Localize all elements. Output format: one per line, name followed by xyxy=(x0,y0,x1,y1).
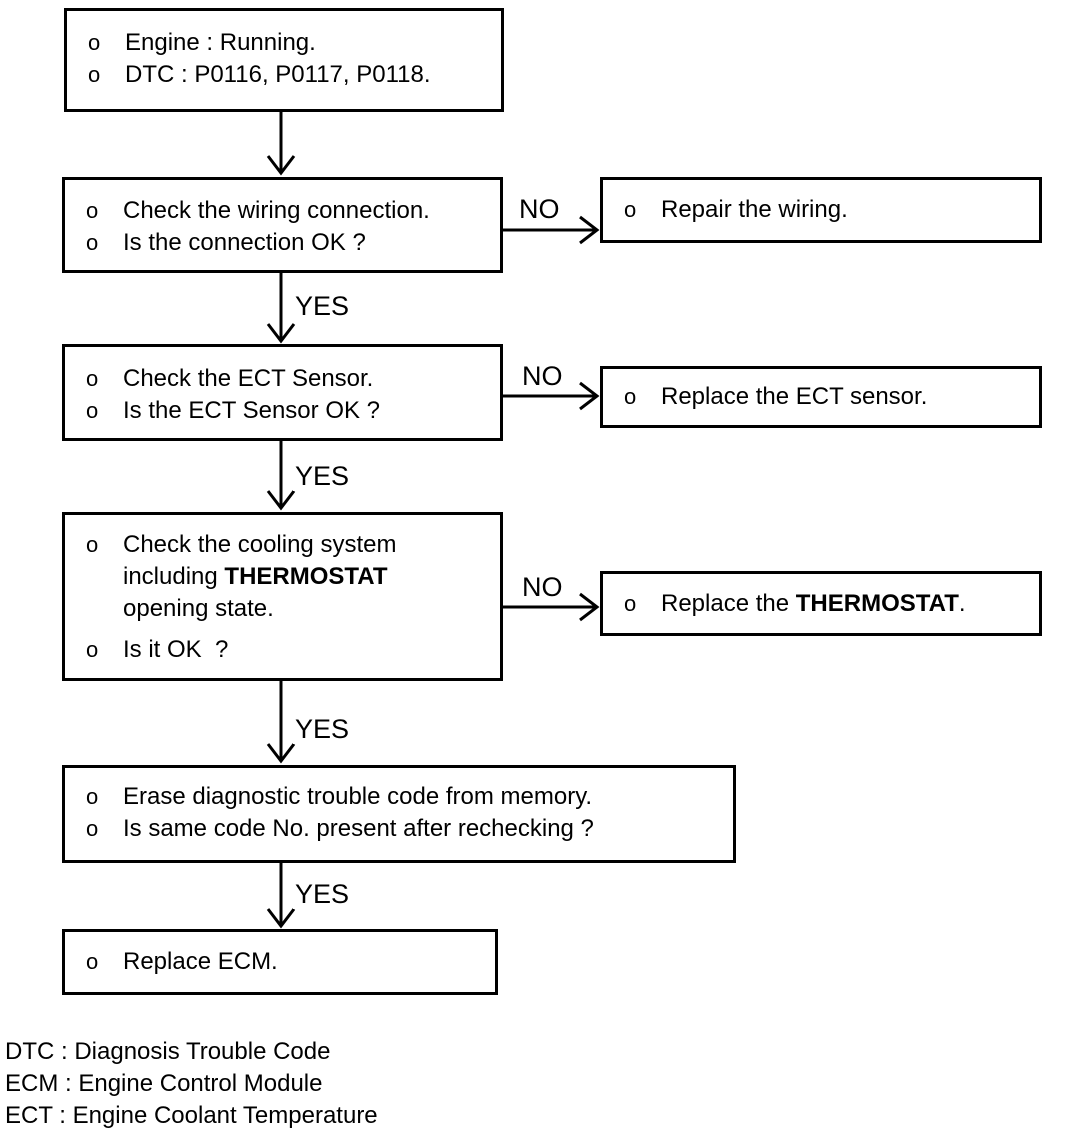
list-item: o Check the ECT Sensor. xyxy=(65,363,500,395)
list-item: o Is the connection OK ? xyxy=(65,227,500,259)
yes-label-check-ect: YES xyxy=(293,461,352,491)
check-wiring-question: Is the connection OK ? xyxy=(123,229,366,256)
check-cooling-step: Check the cooling system including THERM… xyxy=(123,529,453,625)
list-item: o DTC : P0116, P0117, P0118. xyxy=(67,59,501,91)
yes-label-check-wiring: YES xyxy=(293,291,352,321)
check-cooling-step-pre: Check the cooling system including xyxy=(123,531,404,590)
list-item: o Erase diagnostic trouble code from mem… xyxy=(65,781,733,813)
bullet-marker: o xyxy=(86,230,99,255)
bullet-marker: o xyxy=(88,30,101,55)
bullet-marker: o xyxy=(86,784,99,809)
bullet-marker: o xyxy=(86,637,99,662)
yes-arrow-erase-code-to-replace-ecm xyxy=(266,862,296,929)
check-cooling-question: Is it OK ? xyxy=(123,636,229,663)
list-item: o Replace the ECT sensor. xyxy=(603,381,1039,413)
list-item: o Is it OK ? xyxy=(65,634,500,666)
start-box: o Engine : Running. o DTC : P0116, P0117… xyxy=(64,8,504,112)
list-item: o Check the cooling system including THE… xyxy=(65,529,500,625)
legend-ecm: ECM : Engine Control Module xyxy=(5,1070,323,1097)
no-arrow-check-wiring-to-repair-wiring xyxy=(503,215,600,245)
check-cooling-step-post: opening state. xyxy=(123,563,395,622)
list-item: o Is same code No. present after recheck… xyxy=(65,813,733,845)
bullet-marker: o xyxy=(86,816,99,841)
yes-arrow-check-cooling-to-erase-code xyxy=(266,680,296,764)
bullet-marker: o xyxy=(86,398,99,423)
no-arrow-check-ect-to-replace-ect xyxy=(503,381,600,411)
bullet-marker: o xyxy=(86,949,99,974)
check-wiring-box: o Check the wiring connection. o Is the … xyxy=(62,177,503,273)
arrow-start-to-check-wiring xyxy=(266,112,296,176)
bullet-marker: o xyxy=(624,590,637,616)
no-label-check-ect: NO xyxy=(520,361,565,391)
no-arrow-check-cooling-to-replace-thermostat xyxy=(503,592,600,622)
replace-thermostat-post: . xyxy=(958,589,966,617)
bullet-marker: o xyxy=(86,532,99,557)
list-item: o Replace the THERMOSTAT. xyxy=(603,588,1039,620)
check-cooling-step-thermostat: THERMOSTAT xyxy=(224,563,388,590)
erase-code-box: o Erase diagnostic trouble code from mem… xyxy=(62,765,736,863)
erase-code-question: Is same code No. present after recheckin… xyxy=(123,815,594,842)
list-item: o Check the wiring connection. xyxy=(65,195,500,227)
check-cooling-system-box: o Check the cooling system including THE… xyxy=(62,512,503,681)
check-ect-question: Is the ECT Sensor OK ? xyxy=(123,397,381,424)
bullet-marker: o xyxy=(624,197,637,222)
replace-thermostat-box: o Replace the THERMOSTAT. xyxy=(600,571,1042,636)
replace-thermostat-action: Replace the THERMOSTAT. xyxy=(661,588,966,620)
legend-ect: ECT : Engine Coolant Temperature xyxy=(5,1102,378,1129)
list-item: o Engine : Running. xyxy=(67,27,501,59)
replace-thermostat-pre: Replace the xyxy=(661,589,796,617)
check-ect-sensor-box: o Check the ECT Sensor. o Is the ECT Sen… xyxy=(62,344,503,441)
bullet-marker: o xyxy=(88,62,101,87)
abbreviation-legend: DTC : Diagnosis Trouble Code ECM : Engin… xyxy=(5,1036,378,1132)
replace-ect-action: Replace the ECT sensor. xyxy=(661,383,928,410)
no-label-check-cooling: NO xyxy=(520,572,565,602)
replace-ecm-box: o Replace ECM. xyxy=(62,929,498,995)
erase-code-step: Erase diagnostic trouble code from memor… xyxy=(123,783,593,810)
no-label-check-wiring: NO xyxy=(517,194,562,224)
yes-arrow-check-ect-to-check-cooling xyxy=(266,441,296,511)
yes-label-erase-code: YES xyxy=(293,879,352,909)
list-item: o Is the ECT Sensor OK ? xyxy=(65,395,500,427)
repair-wiring-box: o Repair the wiring. xyxy=(600,177,1042,243)
legend-dtc: DTC : Diagnosis Trouble Code xyxy=(5,1038,331,1065)
replace-ect-sensor-box: o Replace the ECT sensor. xyxy=(600,366,1042,428)
start-condition-dtc: DTC : P0116, P0117, P0118. xyxy=(125,61,431,88)
list-item: o Repair the wiring. xyxy=(603,194,1039,226)
yes-arrow-check-wiring-to-check-ect xyxy=(266,272,296,344)
check-ect-step: Check the ECT Sensor. xyxy=(123,365,374,392)
bullet-marker: o xyxy=(624,384,637,409)
replace-thermostat-bold: THERMOSTAT xyxy=(795,589,959,617)
start-condition-engine: Engine : Running. xyxy=(125,29,316,56)
bullet-marker: o xyxy=(86,366,99,391)
replace-ecm-action: Replace ECM. xyxy=(123,948,278,975)
bullet-marker: o xyxy=(86,198,99,223)
repair-wiring-action: Repair the wiring. xyxy=(661,196,848,223)
list-item: o Replace ECM. xyxy=(65,946,495,978)
yes-label-check-cooling: YES xyxy=(293,714,352,744)
check-wiring-step: Check the wiring connection. xyxy=(123,197,430,224)
